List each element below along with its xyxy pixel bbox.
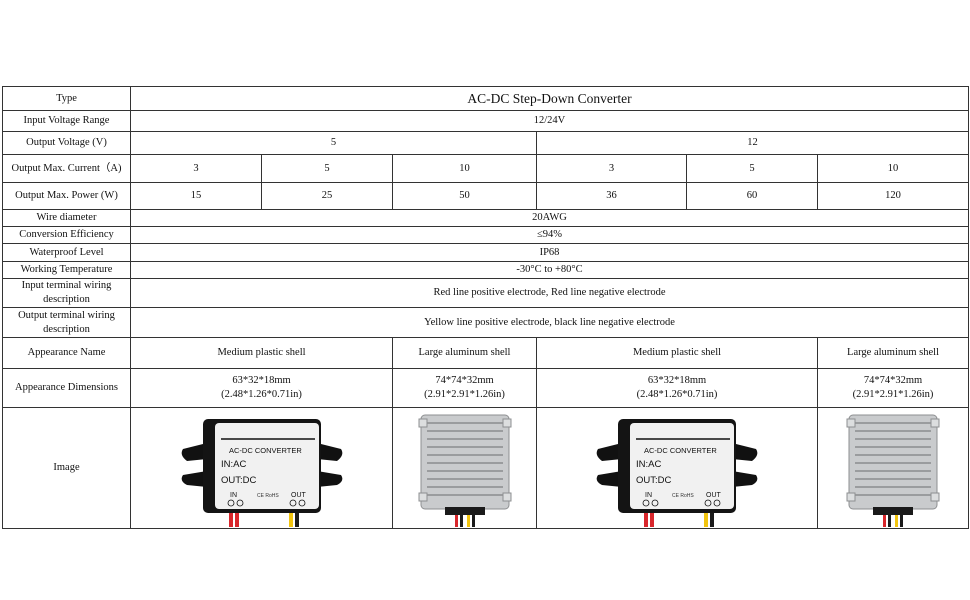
output-power-value: 120 [816, 182, 970, 210]
temperature-label: Working Temperature [2, 261, 131, 279]
appearance-dims-value: 63*32*18mm (2.48*1.26*0.71in) [536, 368, 818, 408]
row-image: Image AC-DC CONVERTER IN:AC OUT:DC [2, 407, 970, 529]
plastic-shell-image-cell: AC-DC CONVERTER IN:AC OUT:DC IN OUT CE R… [130, 407, 393, 529]
input-voltage-label: Input Voltage Range [2, 110, 131, 132]
output-current-value: 10 [392, 154, 537, 183]
output-power-value: 60 [686, 182, 818, 210]
output-power-value: 25 [261, 182, 393, 210]
device-title: AC-DC CONVERTER [229, 446, 302, 455]
output-wiring-value: Yellow line positive electrode, black li… [129, 307, 970, 338]
dims-imperial: (2.91*2.91*1.26in) [852, 389, 934, 400]
dims-imperial: (2.91*2.91*1.26in) [424, 389, 505, 400]
output-power-label: Output Max. Power (W) [2, 182, 131, 210]
wire-diameter-label: Wire diameter [2, 209, 131, 227]
type-label: Type [2, 86, 131, 111]
device-marks: CE RoHS [672, 493, 694, 499]
appearance-name-value: Medium plastic shell [130, 337, 393, 369]
device-marks: CE RoHS [257, 493, 279, 499]
wire-diameter-value: 20AWG [129, 209, 970, 227]
dims-metric: 74*74*32mm [435, 375, 494, 386]
row-appearance-name: Appearance Name Medium plastic shell Lar… [2, 337, 970, 369]
output-wiring-label: Output terminal wiring description [2, 307, 131, 338]
row-input-wiring: Input terminal wiring description Red li… [2, 278, 970, 308]
plastic-converter-image: AC-DC CONVERTER IN:AC OUT:DC IN OUT CE R… [181, 419, 342, 527]
appearance-name-value: Medium plastic shell [536, 337, 818, 369]
row-output-wiring: Output terminal wiring description Yello… [2, 307, 970, 338]
appearance-dims-value: 74*74*32mm (2.91*2.91*1.26in) [816, 368, 970, 408]
aluminum-shell-image-cell [816, 407, 970, 529]
output-current-value: 3 [536, 154, 687, 183]
waterproof-value: IP68 [129, 243, 970, 262]
output-current-value: 5 [261, 154, 393, 183]
dims-imperial: (2.48*1.26*0.71in) [636, 389, 718, 400]
aluminum-converter-image [846, 414, 940, 527]
row-output-current: Output Max. Current（A) 3 5 10 3 5 10 [2, 154, 970, 183]
device-in-terminal: IN [230, 492, 237, 499]
output-current-value: 10 [816, 154, 970, 183]
aluminum-converter-image [418, 414, 511, 527]
device-title: AC-DC CONVERTER [644, 446, 717, 455]
output-current-value: 5 [686, 154, 818, 183]
row-output-voltage: Output Voltage (V) 5 12 [2, 131, 970, 155]
device-in-line: IN:AC [221, 459, 246, 470]
device-out-terminal: OUT [706, 492, 722, 499]
waterproof-label: Waterproof Level [2, 243, 131, 262]
appearance-dims-value: 63*32*18mm (2.48*1.26*0.71in) [130, 368, 393, 408]
temperature-value: -30°C to +80°C [129, 261, 970, 279]
output-power-value: 36 [536, 182, 687, 210]
dims-metric: 63*32*18mm [647, 375, 707, 386]
product-title: AC-DC Step-Down Converter [129, 86, 970, 111]
appearance-name-value: Large aluminum shell [392, 337, 537, 369]
image-label: Image [2, 407, 131, 529]
row-output-power: Output Max. Power (W) 15 25 50 36 60 120 [2, 182, 970, 210]
dims-metric: 63*32*18mm [232, 375, 291, 386]
device-in-line: IN:AC [636, 459, 661, 470]
output-power-value: 50 [392, 182, 537, 210]
appearance-name-value: Large aluminum shell [816, 337, 970, 369]
plastic-converter-image: AC-DC CONVERTER IN:AC OUT:DC IN OUT CE R… [596, 419, 758, 527]
device-out-line: OUT:DC [636, 475, 672, 486]
input-wiring-label: Input terminal wiring description [2, 278, 131, 308]
row-wire-diameter: Wire diameter 20AWG [2, 209, 970, 227]
device-out-terminal: OUT [291, 492, 307, 499]
appearance-dims-value: 74*74*32mm (2.91*2.91*1.26in) [392, 368, 537, 408]
efficiency-label: Conversion Efficiency [2, 226, 131, 244]
output-current-value: 3 [130, 154, 262, 183]
appearance-dims-label: Appearance Dimensions [2, 368, 131, 408]
row-efficiency: Conversion Efficiency ≤94% [2, 226, 970, 244]
row-type: Type AC-DC Step-Down Converter [2, 86, 970, 111]
output-voltage-label: Output Voltage (V) [2, 131, 131, 155]
row-temperature: Working Temperature -30°C to +80°C [2, 261, 970, 279]
device-in-terminal: IN [645, 492, 652, 499]
input-wiring-value: Red line positive electrode, Red line ne… [129, 278, 970, 308]
plastic-shell-image-cell: AC-DC CONVERTER IN:AC OUT:DC IN OUT CE R… [536, 407, 818, 529]
appearance-name-label: Appearance Name [2, 337, 131, 369]
dims-metric: 74*74*32mm [863, 375, 923, 386]
row-waterproof: Waterproof Level IP68 [2, 243, 970, 262]
row-appearance-dims: Appearance Dimensions 63*32*18mm (2.48*1.… [2, 368, 970, 408]
device-out-line: OUT:DC [221, 475, 257, 486]
output-current-label: Output Max. Current（A) [2, 154, 131, 183]
aluminum-shell-image-cell [392, 407, 537, 529]
output-power-value: 15 [130, 182, 262, 210]
output-voltage-value: 12 [535, 131, 970, 155]
dims-imperial: (2.48*1.26*0.71in) [221, 389, 302, 400]
efficiency-value: ≤94% [129, 226, 970, 244]
output-voltage-value: 5 [130, 131, 537, 155]
input-voltage-value: 12/24V [129, 110, 970, 132]
spec-table: Type AC-DC Step-Down Converter Input Vol… [2, 86, 970, 529]
row-input-voltage: Input Voltage Range 12/24V [2, 110, 970, 132]
